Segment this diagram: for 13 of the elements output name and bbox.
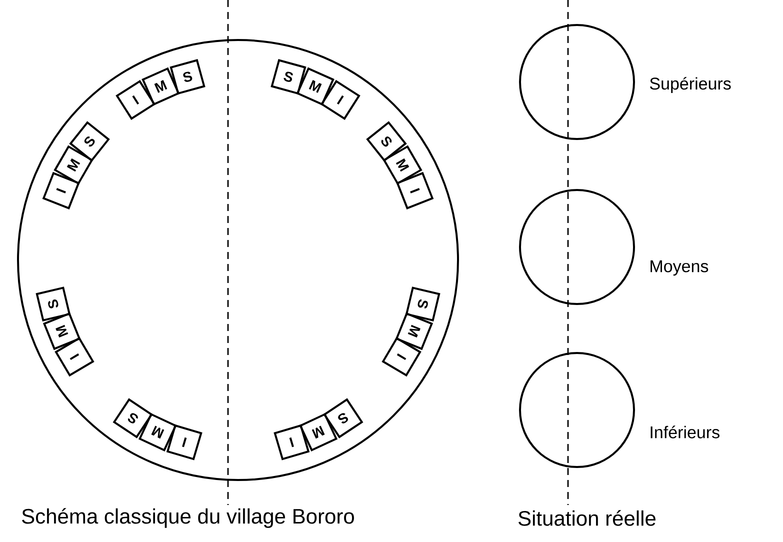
letter-box: M [299,412,338,452]
circle-label: Moyens [650,260,708,276]
circle [17,39,459,481]
letter-box: S [36,286,71,322]
circle [519,24,635,140]
letter-box: S [170,59,206,95]
circle [519,352,635,468]
circle-label: Inférieurs [650,426,720,438]
letter-box: I [274,424,310,460]
caption: Situation réelle [518,510,656,526]
circle [519,189,635,305]
caption: Schéma classique du village Bororo [22,508,354,528]
circle-label: Supérieurs [650,76,731,94]
